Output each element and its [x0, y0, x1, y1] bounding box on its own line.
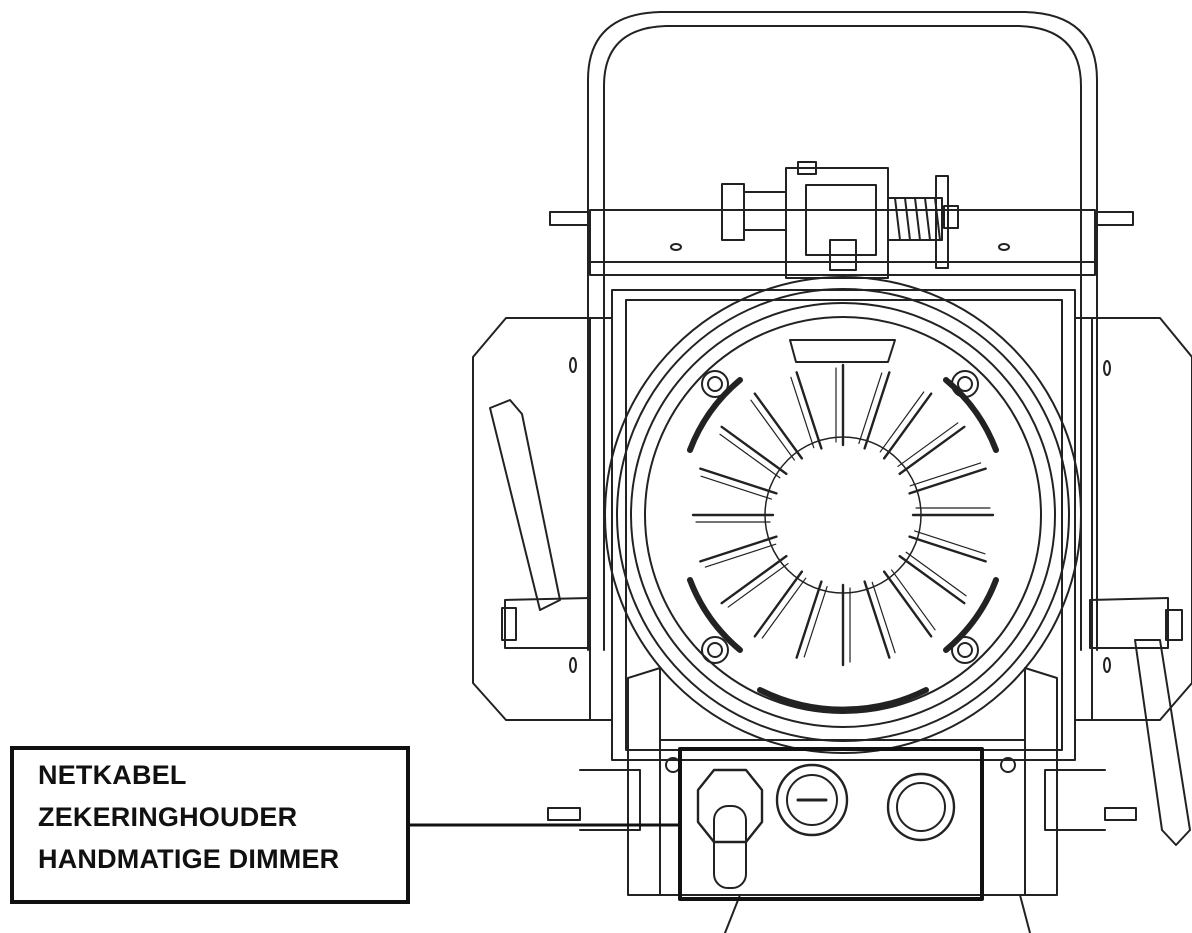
label-fuse-holder: ZEKERINGHOUDER [38, 802, 298, 832]
tilt-handle-left [489, 399, 591, 649]
side-wing-right [1074, 317, 1192, 721]
manual-dimmer-knob [886, 772, 956, 842]
fuse-holder [775, 763, 849, 837]
label-manual-dimmer: HANDMATIGE DIMMER [38, 844, 340, 874]
tilt-handle-right [1089, 597, 1191, 846]
rear-vent-cover [604, 276, 1082, 754]
yoke-handle [587, 11, 1098, 651]
callout-label-box: NETKABEL ZEKERINGHOUDER HANDMATIGE DIMME… [10, 746, 410, 904]
power-cable-gland [696, 768, 764, 889]
label-power-cable: NETKABEL [38, 760, 187, 790]
top-bracket [549, 161, 1134, 279]
